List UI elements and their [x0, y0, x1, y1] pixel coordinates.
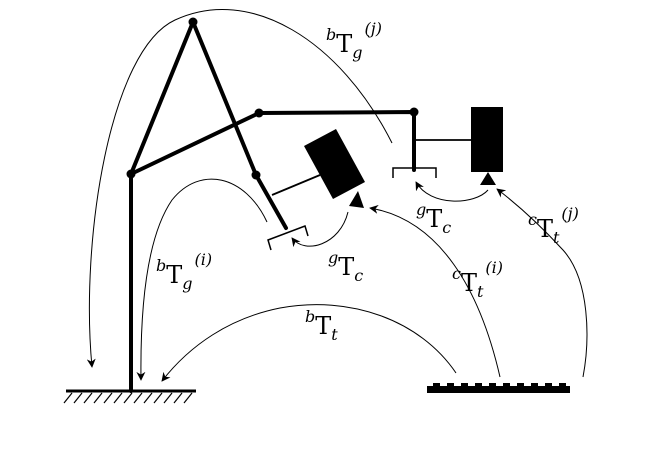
- robot-base-ground: [63, 389, 196, 404]
- camera-pose-j: [414, 107, 503, 185]
- arrow-cTt-i: [369, 204, 501, 378]
- robot-arm-pose-j: [129, 107, 419, 176]
- label-bTt: bTt: [305, 307, 338, 344]
- label-gTc-left: gTc: [328, 248, 363, 285]
- gripper-pose-j: [392, 167, 437, 178]
- label-bTg-i: bTg(i): [156, 250, 212, 293]
- arrow-bTg-j: [86, 9, 393, 368]
- label-bTg-j: bTg(j): [326, 19, 382, 62]
- arrow-bTg-i: [136, 178, 268, 381]
- arrow-gTc-right: [415, 181, 489, 202]
- arrow-gTc-left: [291, 211, 349, 248]
- arrow-cTt-j: [496, 188, 588, 378]
- robot-arm-pose-i: [126, 17, 288, 393]
- arrow-bTt: [161, 304, 457, 382]
- camera-pose-i: [271, 129, 365, 208]
- label-cTt-j: cTt(j): [528, 204, 579, 247]
- label-gTc-right: gTc: [416, 200, 451, 237]
- calibration-target: [427, 383, 570, 393]
- gripper-pose-i: [267, 225, 309, 251]
- label-cTt-i: cTt(i): [452, 258, 503, 301]
